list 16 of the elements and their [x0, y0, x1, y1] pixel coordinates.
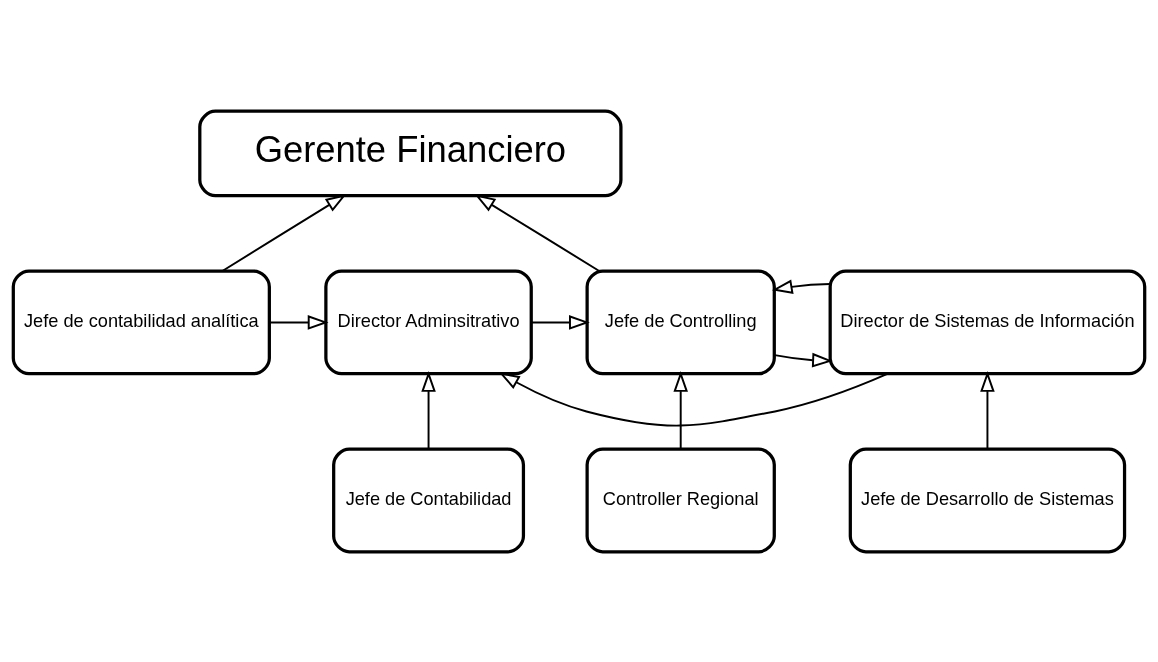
- arrow: [498, 371, 889, 427]
- arrow: [673, 370, 688, 450]
- arrow: [773, 352, 833, 367]
- arrow: [771, 279, 831, 294]
- node-box: Jefe de Desarrollo de Sistemas: [848, 447, 1127, 553]
- node-box: Director de Sistemas de Información: [828, 268, 1147, 375]
- node-box: Jefe de Contabilidad: [332, 447, 526, 553]
- node-box: Director Adminsitrativo: [324, 268, 533, 375]
- node-box: Jefe de Controlling: [585, 268, 776, 375]
- node-box: Controller Regional: [585, 447, 776, 553]
- arrow: [530, 314, 590, 330]
- arrow: [421, 370, 436, 450]
- arrow: [980, 370, 995, 450]
- arrow: [268, 314, 329, 330]
- node-box: Gerente Financiero: [198, 109, 623, 197]
- node-box: Jefe de contabilidad analítica: [11, 268, 271, 375]
